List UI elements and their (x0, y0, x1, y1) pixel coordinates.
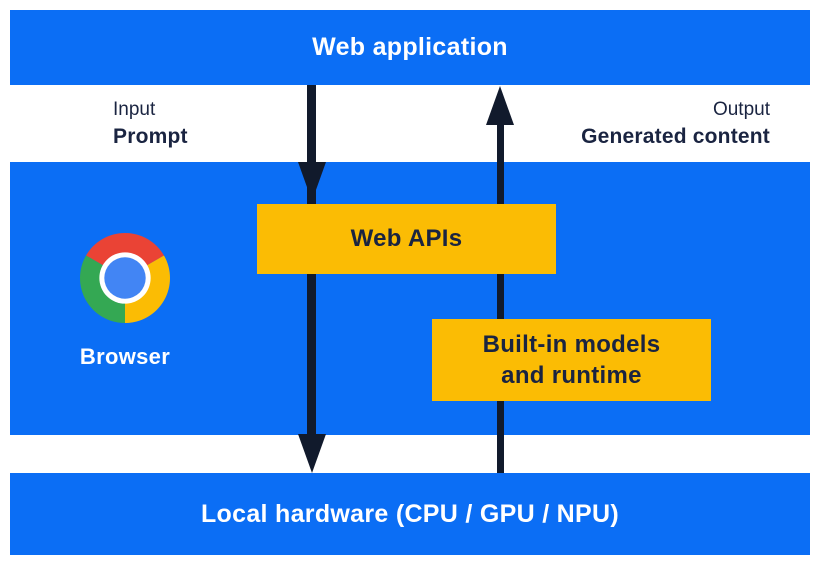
web-application-label: Web application (312, 33, 508, 61)
web-application-bar: Web application (10, 10, 810, 85)
output-value: Generated content (581, 125, 770, 148)
builtin-models-label-line2: and runtime (501, 362, 642, 389)
web-apis-label: Web APIs (350, 225, 463, 253)
local-hardware-label: Local hardware (CPU / GPU / NPU) (200, 499, 619, 528)
input-flow-arrowhead-icon (298, 162, 326, 201)
input-label-group: Input Prompt (113, 100, 188, 147)
browser-label: Browser (79, 344, 171, 369)
local-hardware-bar: Local hardware (CPU / GPU / NPU) (10, 473, 810, 555)
output-flow-arrowhead-icon (486, 86, 514, 125)
output-title: Output (712, 99, 770, 120)
output-label-group: Output Generated content (581, 100, 770, 147)
input-value: Prompt (113, 125, 188, 148)
web-apis-box: Web APIs (257, 204, 556, 274)
builtin-models-box: Built-in models and runtime (432, 319, 711, 401)
builtin-models-label-line1: Built-in models (482, 330, 661, 358)
input-flow-arrowhead-bottom-icon (298, 434, 326, 473)
input-title: Input (113, 99, 156, 120)
chrome-icon (80, 233, 170, 323)
output-flow-arrow-line (497, 124, 504, 473)
